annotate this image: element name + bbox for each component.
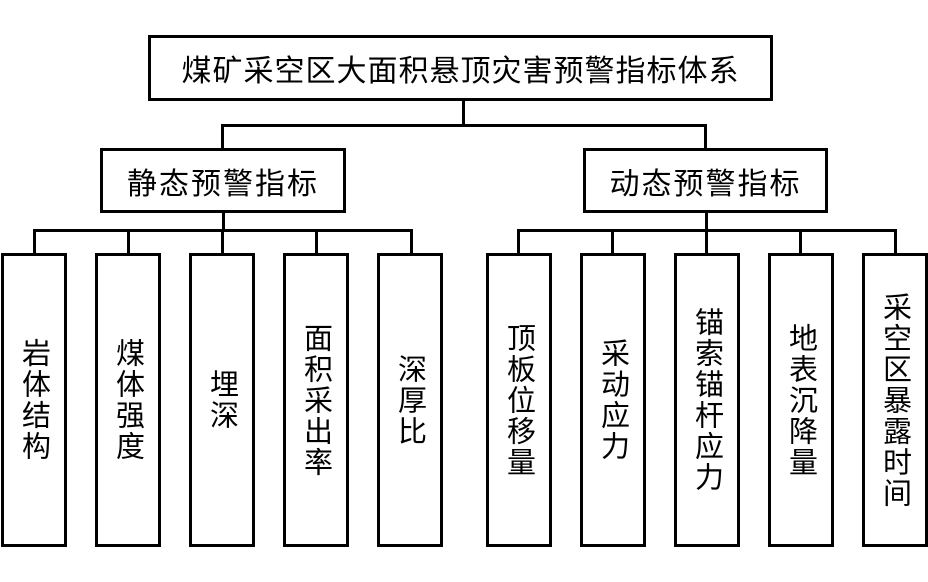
static-leaf-drop-connector xyxy=(315,229,318,254)
leaf-node-area-extraction-rate: 面积采出率 xyxy=(283,253,349,547)
root-label: 煤矿采空区大面积悬顶灾害预警指标体系 xyxy=(181,54,740,89)
root-node: 煤矿采空区大面积悬顶灾害预警指标体系 xyxy=(148,35,773,101)
root-stem-connector xyxy=(462,100,465,127)
leaf-label: 面积采出率 xyxy=(299,322,334,478)
leaf-node-mining-stress: 采动应力 xyxy=(580,253,646,547)
leaf-label: 埋深 xyxy=(205,369,240,431)
leaf-label: 采动应力 xyxy=(596,338,631,462)
group-node-static: 静态预警指标 xyxy=(100,148,346,213)
leaf-node-bolt-cable-stress: 锚索锚杆应力 xyxy=(674,253,740,547)
static-leaf-drop-connector xyxy=(221,229,224,254)
group-label-static: 静态预警指标 xyxy=(127,166,319,202)
leaf-node-burial-depth: 埋深 xyxy=(189,253,255,547)
leaf-label: 采空区暴露时间 xyxy=(878,291,913,509)
dynamic-leaf-drop-connector xyxy=(894,229,897,254)
static-stem-connector xyxy=(222,212,225,231)
dynamic-leaf-drop-connector xyxy=(611,229,614,254)
dynamic-leaf-drop-connector xyxy=(517,229,520,254)
group-label-dynamic: 动态预警指标 xyxy=(609,166,802,202)
static-leaf-drop-connector xyxy=(127,229,130,254)
leaf-label: 地表沉降量 xyxy=(784,322,819,478)
leaf-label: 深厚比 xyxy=(393,353,428,447)
leaf-label: 岩体结构 xyxy=(17,338,52,462)
leaf-node-roof-displacement: 顶板位移量 xyxy=(486,253,552,547)
static-leaf-drop-connector xyxy=(33,229,36,254)
dynamic-leaf-drop-connector xyxy=(705,229,708,254)
leaf-label: 顶板位移量 xyxy=(502,322,537,478)
dynamic-stem-connector xyxy=(705,212,708,231)
right-group-drop-connector xyxy=(704,124,707,149)
leaf-label: 煤体强度 xyxy=(111,338,146,462)
leaf-label: 锚索锚杆应力 xyxy=(690,307,725,493)
leaf-node-goaf-exposure-time: 采空区暴露时间 xyxy=(862,253,928,547)
leaf-node-depth-thickness-ratio: 深厚比 xyxy=(377,253,443,547)
dynamic-leaf-drop-connector xyxy=(799,229,802,254)
group-node-dynamic: 动态预警指标 xyxy=(583,148,828,213)
leaf-node-surface-subsidence: 地表沉降量 xyxy=(768,253,834,547)
leaf-node-coal-strength: 煤体强度 xyxy=(95,253,161,547)
static-leaf-drop-connector xyxy=(410,229,413,254)
root-branch-bar xyxy=(221,124,707,127)
left-group-drop-connector xyxy=(221,124,224,149)
leaf-node-rock-structure: 岩体结构 xyxy=(1,253,67,547)
